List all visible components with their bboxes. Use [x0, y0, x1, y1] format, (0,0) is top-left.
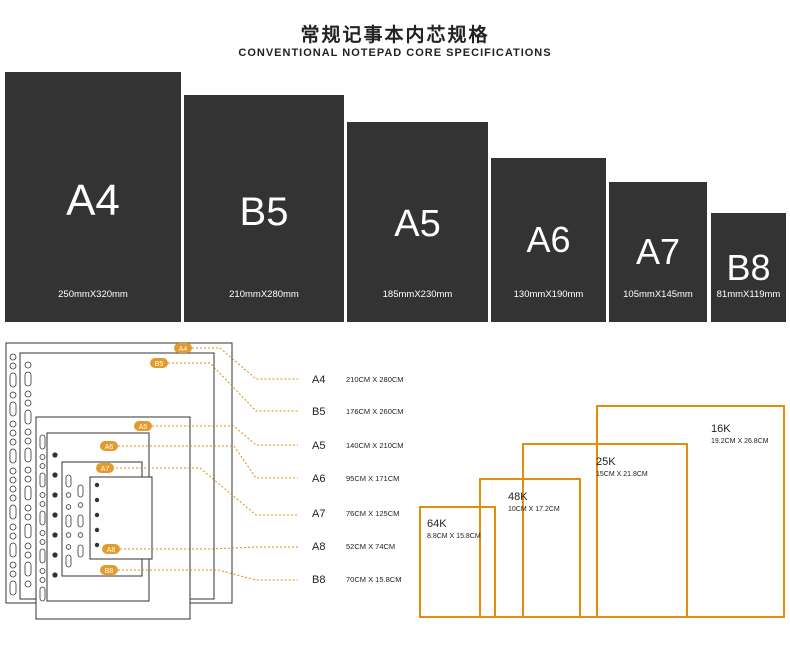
tag-label: A4	[179, 346, 188, 353]
size-card-dims: 130mmX190mm	[513, 289, 584, 300]
spec-dims: 176CM X 260CM	[346, 407, 404, 416]
outline-16k	[596, 405, 785, 618]
binder-sizes-diagram: A4 B5 A5 A6 A7 A8 B8 A4 210CM X 280CM B5…	[5, 342, 404, 620]
spec-dims: 52CM X 74CM	[346, 542, 395, 551]
size-card-a7: A7 105mmX145mm	[609, 182, 707, 322]
size-48k-dims: 10CM X 17.2CM	[508, 506, 560, 513]
size-card-label: A5	[394, 203, 441, 245]
size-card-label: A7	[635, 231, 681, 272]
size-48k-label: 48K	[508, 491, 528, 503]
size-card-dims: 250mmX320mm	[58, 289, 128, 300]
size-card-a6: A6 130mmX190mm	[491, 158, 606, 322]
tag-a4: A4	[174, 343, 192, 353]
binder-holes-a8	[94, 482, 100, 548]
size-card-b5: B5 210mmX280mm	[184, 95, 344, 322]
spec-label: B8	[312, 574, 325, 586]
size-64k-label: 64K	[427, 518, 447, 530]
size-card-dims: 81mmX119mm	[716, 289, 781, 300]
tag-label: A6	[105, 444, 114, 451]
spec-dims: 140CM X 210CM	[346, 441, 404, 450]
size-card-a5: A5 185mmX230mm	[347, 122, 488, 322]
page-title-en: CONVENTIONAL NOTEPAD CORE SPECIFICATIONS	[238, 47, 552, 59]
spec-label: A4	[312, 374, 325, 386]
spec-label: A8	[312, 541, 325, 553]
tag-label: B5	[155, 361, 164, 368]
size-16k-label: 16K	[711, 423, 731, 435]
tag-label: B8	[105, 568, 114, 575]
size-card-dims: 105mmX145mm	[623, 289, 693, 300]
size-card-b8: B8 81mmX119mm	[711, 213, 786, 322]
spec-label: A6	[312, 473, 325, 485]
sheet-a8	[89, 476, 153, 560]
size-card-dims: 210mmX280mm	[229, 289, 299, 300]
size-25k-dims: 15CM X 21.8CM	[596, 471, 648, 478]
tag-label: A8	[107, 547, 116, 554]
page-title-cn: 常规记事本内芯规格	[300, 24, 490, 46]
tag-b5: B5	[150, 358, 168, 368]
outline-48k	[479, 478, 581, 618]
size-64k-dims: 8.8CM X 15.8CM	[427, 533, 481, 540]
binder-holes-a7	[65, 474, 84, 568]
size-card-label: B8	[726, 247, 771, 288]
tag-a8: A8	[102, 544, 120, 554]
spec-dims: 210CM X 280CM	[346, 375, 404, 384]
binder-holes-a5	[39, 434, 46, 602]
open-sizes-diagram: 64K 8.8CM X 15.8CM 48K 10CM X 17.2CM 25K…	[419, 405, 785, 618]
spec-label: A7	[312, 508, 325, 520]
outline-25k	[522, 443, 688, 618]
spec-labels: A4 210CM X 280CM B5 176CM X 260CM A5 140…	[312, 374, 404, 586]
size-card-label: B5	[239, 190, 289, 234]
leader-lines	[112, 347, 298, 581]
size-card-label: A4	[66, 176, 120, 225]
tag-a6: A6	[100, 441, 118, 451]
spec-dims: 70CM X 15.8CM	[346, 575, 401, 584]
binder-holes-a6	[52, 452, 58, 578]
spec-dims: 95CM X 171CM	[346, 474, 399, 483]
size-25k-label: 25K	[596, 456, 616, 468]
size-16k-dims: 19.2CM X 26.8CM	[711, 438, 769, 445]
size-card-a4: A4 250mmX320mm	[5, 72, 181, 322]
spec-label: A5	[312, 440, 325, 452]
size-card-dims: 185mmX230mm	[382, 289, 453, 300]
tag-label: A5	[139, 424, 148, 431]
outline-64k	[419, 506, 496, 618]
spec-label: B5	[312, 406, 325, 418]
size-card-label: A6	[526, 219, 571, 260]
tag-a5: A5	[134, 421, 152, 431]
spec-dims: 76CM X 125CM	[346, 509, 399, 518]
binder-holes-a4	[9, 353, 17, 596]
tag-a7: A7	[96, 463, 114, 473]
tag-b8: B8	[100, 565, 118, 575]
binder-holes-b5	[24, 361, 32, 588]
tag-label: A7	[101, 466, 110, 473]
